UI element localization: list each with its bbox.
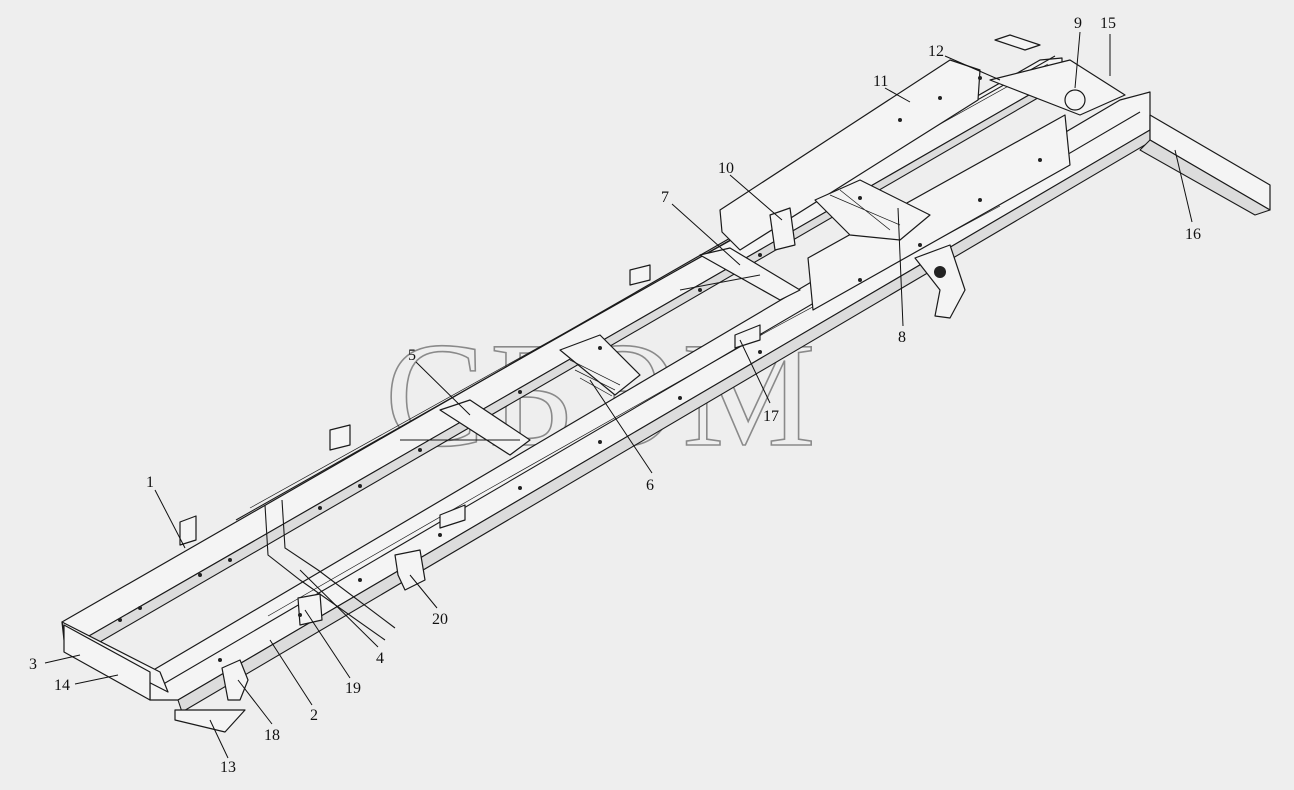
callout-11: 11 <box>873 73 888 90</box>
callout-19: 19 <box>345 680 361 697</box>
rear-underride-bar <box>994 34 1271 216</box>
frame-holes <box>118 76 1042 662</box>
callout-14: 14 <box>54 677 70 694</box>
callout-10: 10 <box>718 160 734 177</box>
callout-18: 18 <box>264 727 280 744</box>
callout-9: 9 <box>1074 15 1082 32</box>
callout-2: 2 <box>310 707 318 724</box>
callout-17: 17 <box>763 408 779 425</box>
cross-members <box>61 59 1126 701</box>
callout-1: 1 <box>146 474 154 491</box>
callout-5: 5 <box>408 347 416 364</box>
callout-labels: 1 2 3 4 5 6 7 8 9 10 11 12 13 14 15 16 1… <box>29 15 1201 776</box>
callout-15: 15 <box>1100 15 1116 32</box>
hanger-bracket <box>914 244 966 319</box>
callout-16: 16 <box>1185 226 1201 243</box>
callout-20: 20 <box>432 611 448 628</box>
leader-lines <box>44 31 1193 759</box>
rail-brackets <box>179 264 761 546</box>
callout-8: 8 <box>898 329 906 346</box>
rear-reinforcement-plate <box>807 114 1071 311</box>
upper-reinforcement-plate <box>719 59 981 251</box>
front-brackets <box>174 549 426 733</box>
callout-13: 13 <box>220 759 236 776</box>
left-side-member <box>61 55 1063 651</box>
callout-4: 4 <box>376 650 384 667</box>
callout-12: 12 <box>928 43 944 60</box>
callout-7: 7 <box>661 189 669 206</box>
callout-6: 6 <box>646 477 654 494</box>
callout-3: 3 <box>29 656 37 673</box>
